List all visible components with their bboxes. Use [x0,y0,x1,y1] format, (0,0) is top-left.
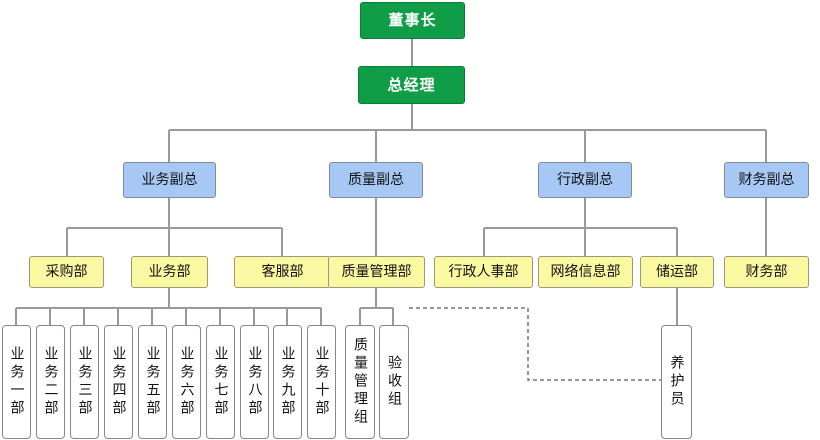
quality-group-label: 质量管理组 [352,337,368,427]
unit-label: 业务九部 [279,346,296,418]
dept-business-box: 业务部 [131,256,208,288]
unit-box: 业务五部 [138,325,167,439]
dept-network-box: 网络信息部 [538,256,633,288]
general-manager-box: 总经理 [358,66,465,104]
dept-hr-box: 行政人事部 [434,256,533,288]
vp-finance-box: 财务副总 [724,162,809,198]
chairman-box: 董事长 [360,2,465,39]
unit-label: 业务二部 [42,346,59,418]
maintenance-label: 养护员 [668,355,685,409]
unit-label: 业务八部 [246,346,263,418]
unit-box: 业务十部 [307,325,336,439]
unit-box: 业务六部 [172,325,201,439]
vp-business-box: 业务副总 [123,162,216,198]
dept-purchasing-box: 采购部 [29,256,104,288]
vp-admin-box: 行政副总 [538,162,632,198]
quality-group-box: 质量管理组 [345,325,375,439]
unit-box: 业务七部 [206,325,235,439]
unit-label: 业务七部 [212,346,229,418]
unit-box: 业务一部 [2,325,31,439]
maintenance-box: 养护员 [661,325,692,439]
vp-quality-box: 质量副总 [329,162,423,198]
dept-storage-box: 储运部 [640,256,714,288]
unit-label: 业务五部 [144,346,161,418]
dashed-link [409,307,661,381]
unit-box: 业务九部 [273,325,302,439]
unit-label: 业务十部 [313,346,330,418]
unit-box: 业务八部 [240,325,269,439]
inspection-group-label: 验收组 [386,355,402,409]
unit-box: 业务四部 [104,325,133,439]
unit-label: 业务一部 [8,346,25,418]
unit-label: 业务六部 [178,346,195,418]
unit-label: 业务四部 [110,346,127,418]
inspection-group-box: 验收组 [379,325,409,439]
dept-service-box: 客服部 [234,256,331,288]
unit-label: 业务三部 [76,346,93,418]
unit-box: 业务二部 [36,325,65,439]
dept-quality-box: 质量管理部 [328,256,425,288]
unit-box: 业务三部 [70,325,99,439]
dept-finance-box: 财务部 [724,256,809,288]
